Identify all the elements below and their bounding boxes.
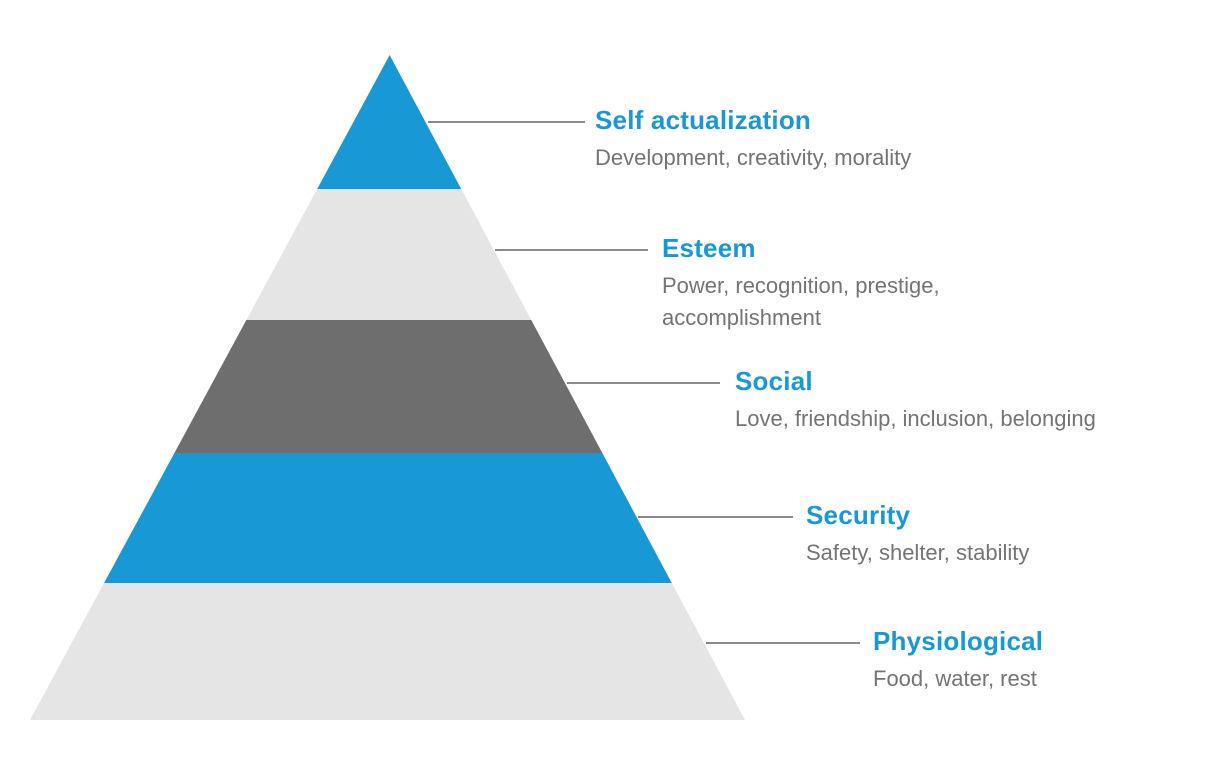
level-description: Food, water, rest [873, 666, 1037, 691]
leader-line-self-actualization [428, 121, 585, 123]
pyramid-level-esteem [30, 189, 745, 321]
label-security: Security Safety, shelter, stability [806, 499, 1166, 569]
leader-line-physiological [706, 642, 860, 644]
level-description: Development, creativity, morality [595, 145, 912, 170]
leader-line-esteem [495, 249, 648, 251]
pyramid-level-social [30, 319, 745, 454]
level-title: Self actualization [595, 105, 811, 135]
label-esteem: Esteem Power, recognition, prestige, acc… [662, 232, 1027, 334]
level-title: Esteem [662, 233, 756, 263]
label-physiological: Physiological Food, water, rest [873, 625, 1203, 695]
pyramid-level-security [30, 452, 745, 584]
level-description: Love, friendship, inclusion, belonging [735, 406, 1096, 431]
leader-line-social [567, 382, 720, 384]
label-social: Social Love, friendship, inclusion, belo… [735, 365, 1195, 435]
pyramid-level-physiological [30, 583, 745, 720]
level-title: Physiological [873, 626, 1044, 656]
level-description: Safety, shelter, stability [806, 540, 1030, 565]
level-title: Social [735, 366, 813, 396]
level-title: Security [806, 500, 911, 530]
label-self-actualization: Self actualization Development, creativi… [595, 104, 915, 174]
leader-line-security [638, 516, 793, 518]
level-description: Power, recognition, prestige, accomplish… [662, 273, 940, 330]
